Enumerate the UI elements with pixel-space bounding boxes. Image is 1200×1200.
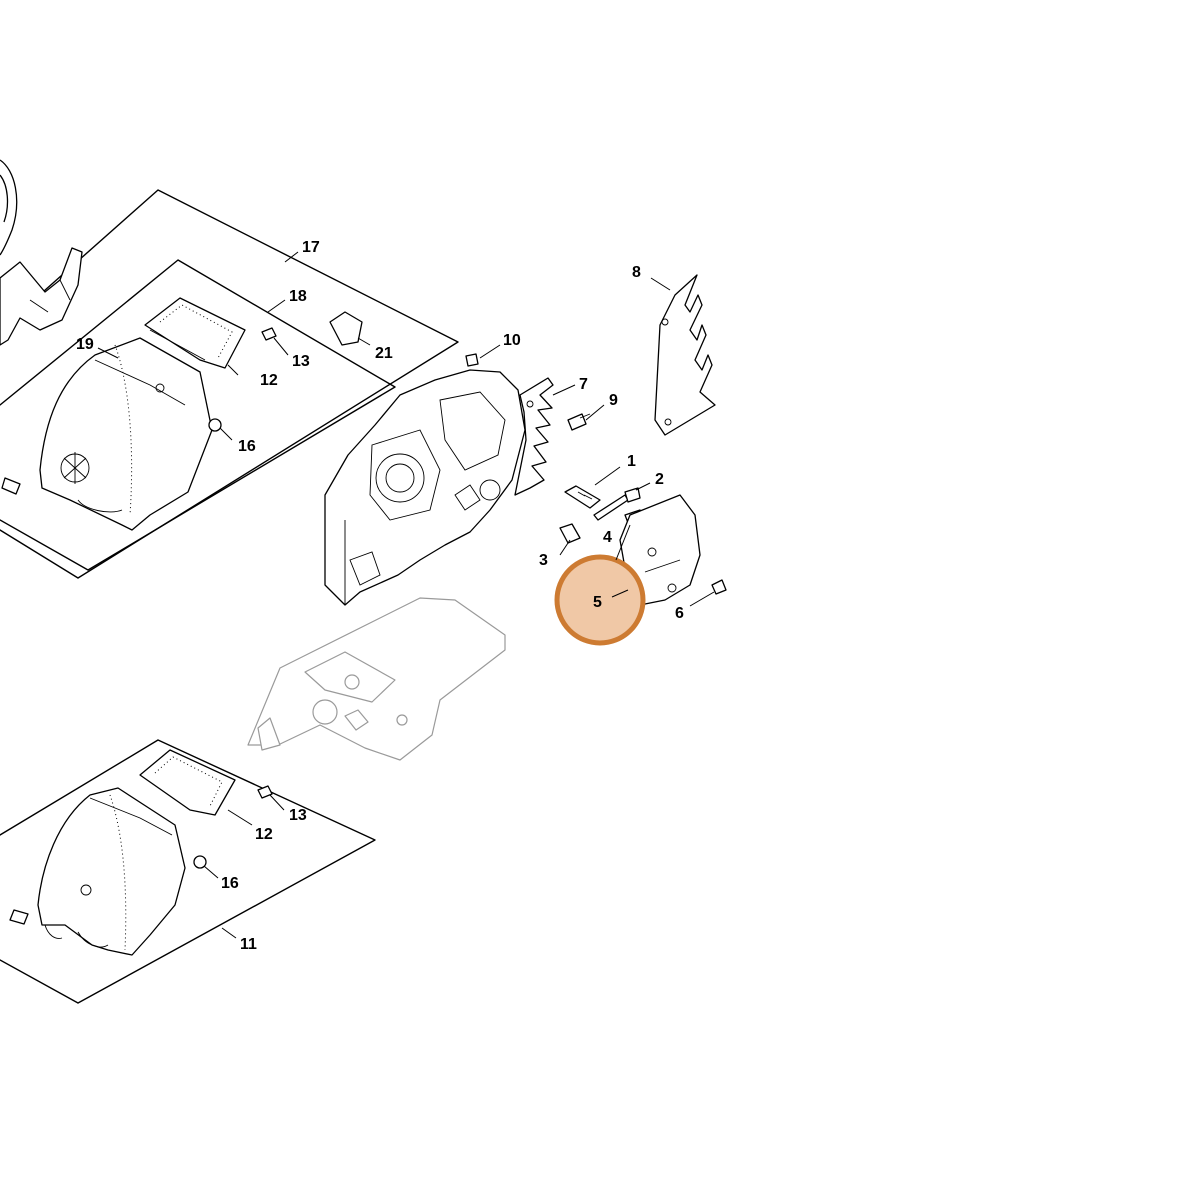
callout-4: 4 — [603, 529, 612, 546]
callout-3: 3 — [539, 552, 548, 569]
callout-19: 19 — [76, 336, 94, 353]
stud-part-1 — [564, 485, 601, 509]
bumper-spike-part-8 — [654, 274, 716, 436]
callout-9: 9 — [609, 392, 618, 409]
bolt-part-3 — [559, 523, 581, 544]
nut-part-10 — [465, 353, 479, 367]
filter-part-upper — [144, 297, 246, 369]
kit-box-18 — [0, 259, 396, 571]
nut-part-16-lower — [193, 855, 207, 869]
callout-11: 11 — [240, 936, 257, 953]
grommet-part-21 — [329, 311, 363, 346]
highlight-circle — [554, 554, 646, 646]
callout-21: 21 — [375, 345, 393, 362]
kit-box-11 — [0, 739, 376, 1004]
bolt-part-13-lower — [257, 785, 273, 799]
screw-part-left-upper — [1, 477, 21, 495]
filter-part-lower — [139, 749, 236, 816]
bolt-part-13-upper — [261, 327, 277, 341]
shroud-part-upper — [39, 337, 213, 531]
screw-part-6 — [711, 579, 727, 595]
callout-12-upper: 12 — [260, 372, 278, 389]
nut-part-16-upper — [208, 418, 222, 432]
top-cover-ghost-part — [247, 597, 506, 761]
screw-part-left-lower — [9, 909, 29, 925]
handle-part — [0, 159, 83, 346]
callout-12-lower: 12 — [255, 826, 273, 843]
callout-7: 7 — [579, 376, 588, 393]
callout-16-lower: 16 — [221, 875, 239, 892]
callout-2: 2 — [655, 471, 664, 488]
callout-labels: 17 18 19 12 13 21 16 10 7 8 9 1 2 3 4 5 … — [76, 239, 684, 953]
callout-10: 10 — [503, 332, 521, 349]
kit-box-17 — [0, 189, 459, 579]
callout-8: 8 — [632, 264, 641, 281]
callout-16-upper: 16 — [238, 438, 256, 455]
tensioner-part-2 — [593, 487, 641, 521]
screw-part-9 — [567, 413, 591, 431]
crankcase-part — [324, 369, 526, 606]
callout-13-lower: 13 — [289, 807, 307, 824]
callout-17: 17 — [302, 239, 320, 256]
leader-lines — [97, 251, 715, 939]
callout-18: 18 — [289, 288, 307, 305]
shroud-part-lower — [37, 787, 186, 956]
callout-13-upper: 13 — [292, 353, 310, 370]
callout-5: 5 — [593, 594, 602, 611]
bumper-spike-part-7 — [514, 377, 554, 496]
callout-6: 6 — [675, 605, 684, 622]
callout-1: 1 — [627, 453, 636, 470]
